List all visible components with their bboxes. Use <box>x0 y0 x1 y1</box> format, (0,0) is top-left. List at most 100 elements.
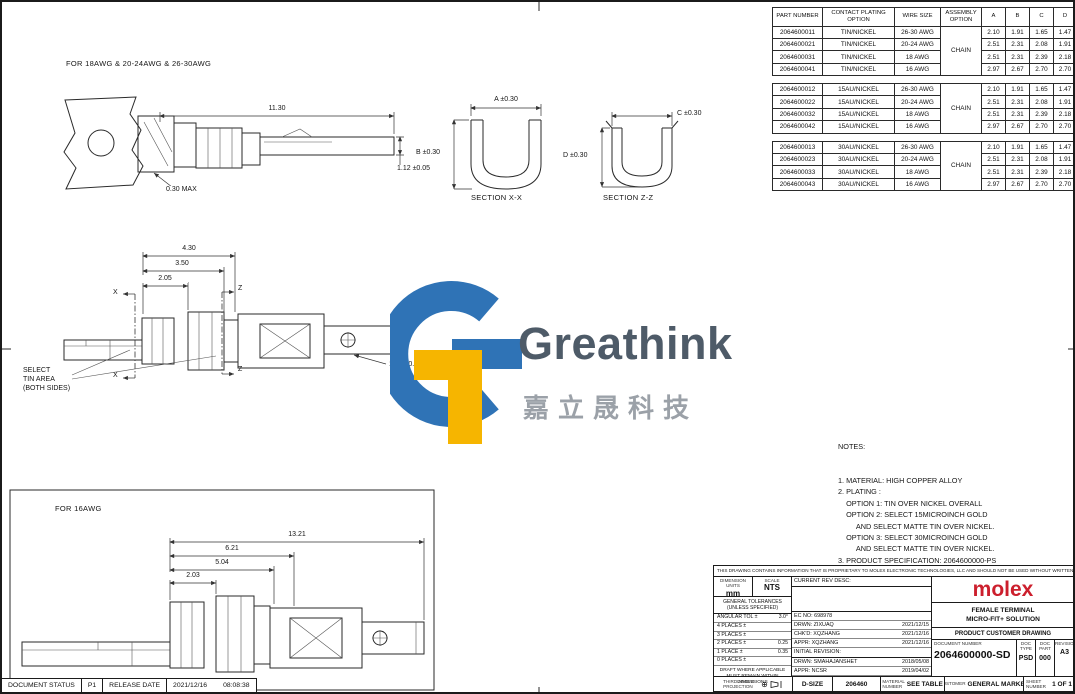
col-wire-size: WIRE SIZE <box>894 7 941 27</box>
section-xx-view <box>451 104 542 190</box>
parts-table-cell: 2.70 <box>1029 120 1054 134</box>
parts-table-cell: 2.97 <box>981 120 1006 134</box>
parts-table-cell: 20-24 AWG <box>894 37 941 52</box>
parts-table-cell: 2.08 <box>1029 95 1054 109</box>
doc-type-cell: DOC TYPE PSD <box>1017 640 1036 676</box>
parts-table-cell: 2.70 <box>1053 62 1073 77</box>
tol-label: 3 PLACES ± <box>717 631 747 638</box>
parts-table-cell: TIN/NICKEL <box>822 62 895 77</box>
sheet-number-value: 1 OF 1 <box>1052 680 1072 688</box>
parts-table-cell: CHAIN <box>940 140 982 192</box>
material-cell: MATERIAL NUMBER SEE TABLE <box>881 677 946 691</box>
tolerance-panel: DIMENSION UNITS mm SCALE NTS GENERAL TOL… <box>714 577 792 685</box>
parts-table-cell: 2.67 <box>1005 177 1030 192</box>
revision-cell: REVISION A3 <box>1055 640 1074 676</box>
parts-table-group-1: PART NUMBER CONTACT PLATING OPTION WIRE … <box>772 7 1073 77</box>
sheet-number-label: SHEET NUMBER <box>1026 678 1046 689</box>
parts-table-cell: 2.31 <box>1005 152 1030 167</box>
parts-table-cell: 18 AWG <box>894 50 941 64</box>
parts-table-cell: 30AU/NICKEL <box>822 140 895 154</box>
parts-table-cell: 2.31 <box>1005 95 1030 109</box>
col-d: D <box>1053 7 1073 27</box>
scale-label: SCALE <box>764 578 780 583</box>
tolerances-title-line1: GENERAL TOLERANCES <box>723 599 782 605</box>
tol-label: 0 PLACES ± <box>717 657 747 664</box>
doc-part-cell: DOC PART 000 <box>1036 640 1055 676</box>
rev-date: 2021/12/16 <box>902 631 929 637</box>
initial-rev-label: INITIAL REVISION: <box>792 648 931 658</box>
document-panel: molex FEMALE TERMINAL MICRO-FIT+ SOLUTIO… <box>932 577 1074 676</box>
notes-title: NOTES: <box>838 441 866 451</box>
tolerance-row: 0 PLACES ± <box>714 657 791 666</box>
parts-table-cell: 2.51 <box>981 95 1006 109</box>
note-line: OPTION 2: SELECT 15MICROINCH GOLD <box>838 510 988 520</box>
rev-label: APPR: XQZHANG <box>794 640 839 646</box>
caption-16awg: FOR 16AWG <box>54 504 103 514</box>
proprietary-notice: THIS DRAWING CONTAINS INFORMATION THAT I… <box>714 566 1073 577</box>
parts-table-cell: 16 AWG <box>894 62 941 77</box>
parts-table-cell: 15AU/NICKEL <box>822 107 895 122</box>
parts-table-cell: 30AU/NICKEL <box>822 165 895 179</box>
tol-label: 4 PLACES ± <box>717 623 747 629</box>
ec-no-label: EC NO: <box>794 613 813 619</box>
tolerance-row: 3 PLACES ± <box>714 632 791 641</box>
dim-a-label: A ±0.30 <box>470 96 542 104</box>
tol-label: 1 PLACE ± <box>717 648 743 655</box>
section-xx-title: SECTION X-X <box>470 193 524 203</box>
parts-table-cell: 2.18 <box>1053 165 1073 179</box>
col-a: A <box>981 7 1006 27</box>
note-line: 3. PRODUCT SPECIFICATION: 2064600000-PS <box>838 555 997 565</box>
tin-note-line2: TIN AREA <box>23 376 55 383</box>
greathink-logo-mark <box>390 281 522 444</box>
parts-table-cell: 15AU/NICKEL <box>822 95 895 109</box>
parts-table-cell: 1.91 <box>1005 25 1030 39</box>
parts-table-cell: 2.31 <box>1005 50 1030 64</box>
tolerance-row: ANGULAR TOL ±3.0° <box>714 614 791 623</box>
parts-table-cell: TIN/NICKEL <box>822 50 895 64</box>
parts-table-cell: 15AU/NICKEL <box>822 120 895 134</box>
parts-table-cell: 2.70 <box>1029 62 1054 77</box>
series-value: 206460 <box>845 680 868 688</box>
sheet-size-cell: D-SIZE <box>793 677 833 691</box>
status-bar: DOCUMENT STATUS P1 RELEASE DATE 2021/12/… <box>2 678 257 692</box>
parts-table-cell: 2064600031 <box>772 50 823 64</box>
material-label: MATERIAL NUMBER <box>882 678 905 689</box>
release-date-value: 2021/12/16 <box>173 682 208 689</box>
rev-date: 2018/05/08 <box>902 659 929 665</box>
drawing-type: PRODUCT CUSTOMER DRAWING <box>932 628 1073 640</box>
parts-table-cell: 1.91 <box>1005 83 1030 97</box>
parts-table-cell: 2.39 <box>1029 50 1054 64</box>
release-time-value: 08:08:38 <box>223 682 250 689</box>
note-line: AND SELECT MATTE TIN OVER NICKEL. <box>838 544 995 554</box>
terminal-side-view <box>63 96 404 190</box>
parts-table-cell: 1.91 <box>1005 140 1030 154</box>
dim-430-label: 4.30 <box>164 245 214 253</box>
parts-table-cell: 2064600021 <box>772 37 823 52</box>
revision-label: REVISION <box>1055 641 1074 646</box>
dim-504-label: 5.04 <box>197 559 247 567</box>
series-cell: 206460 <box>833 677 881 691</box>
parts-table-cell: CHAIN <box>940 83 982 134</box>
parts-table-cell: 2064600013 <box>772 140 823 154</box>
dim-max-label: 0.30 MAX <box>165 186 198 194</box>
parts-table-cell: 1.91 <box>1053 95 1073 109</box>
rev-label: APPR: NCSR <box>794 668 827 674</box>
release-date-cell: 2021/12/16 08:08:38 <box>167 679 256 692</box>
section-zz-title: SECTION Z-Z <box>602 193 655 203</box>
document-number-label: DOCUMENT NUMBER <box>934 641 982 646</box>
parts-table-cell: 2.08 <box>1029 152 1054 167</box>
section-zz-view <box>599 112 679 188</box>
dim-d-label: D ±0.30 <box>562 152 589 160</box>
parts-table-cell: 2064600011 <box>772 25 823 39</box>
parts-table-cell: 15AU/NICKEL <box>822 83 895 97</box>
parts-table-cell: 2.31 <box>1005 165 1030 179</box>
dim-length-label: 11.30 <box>252 105 302 113</box>
